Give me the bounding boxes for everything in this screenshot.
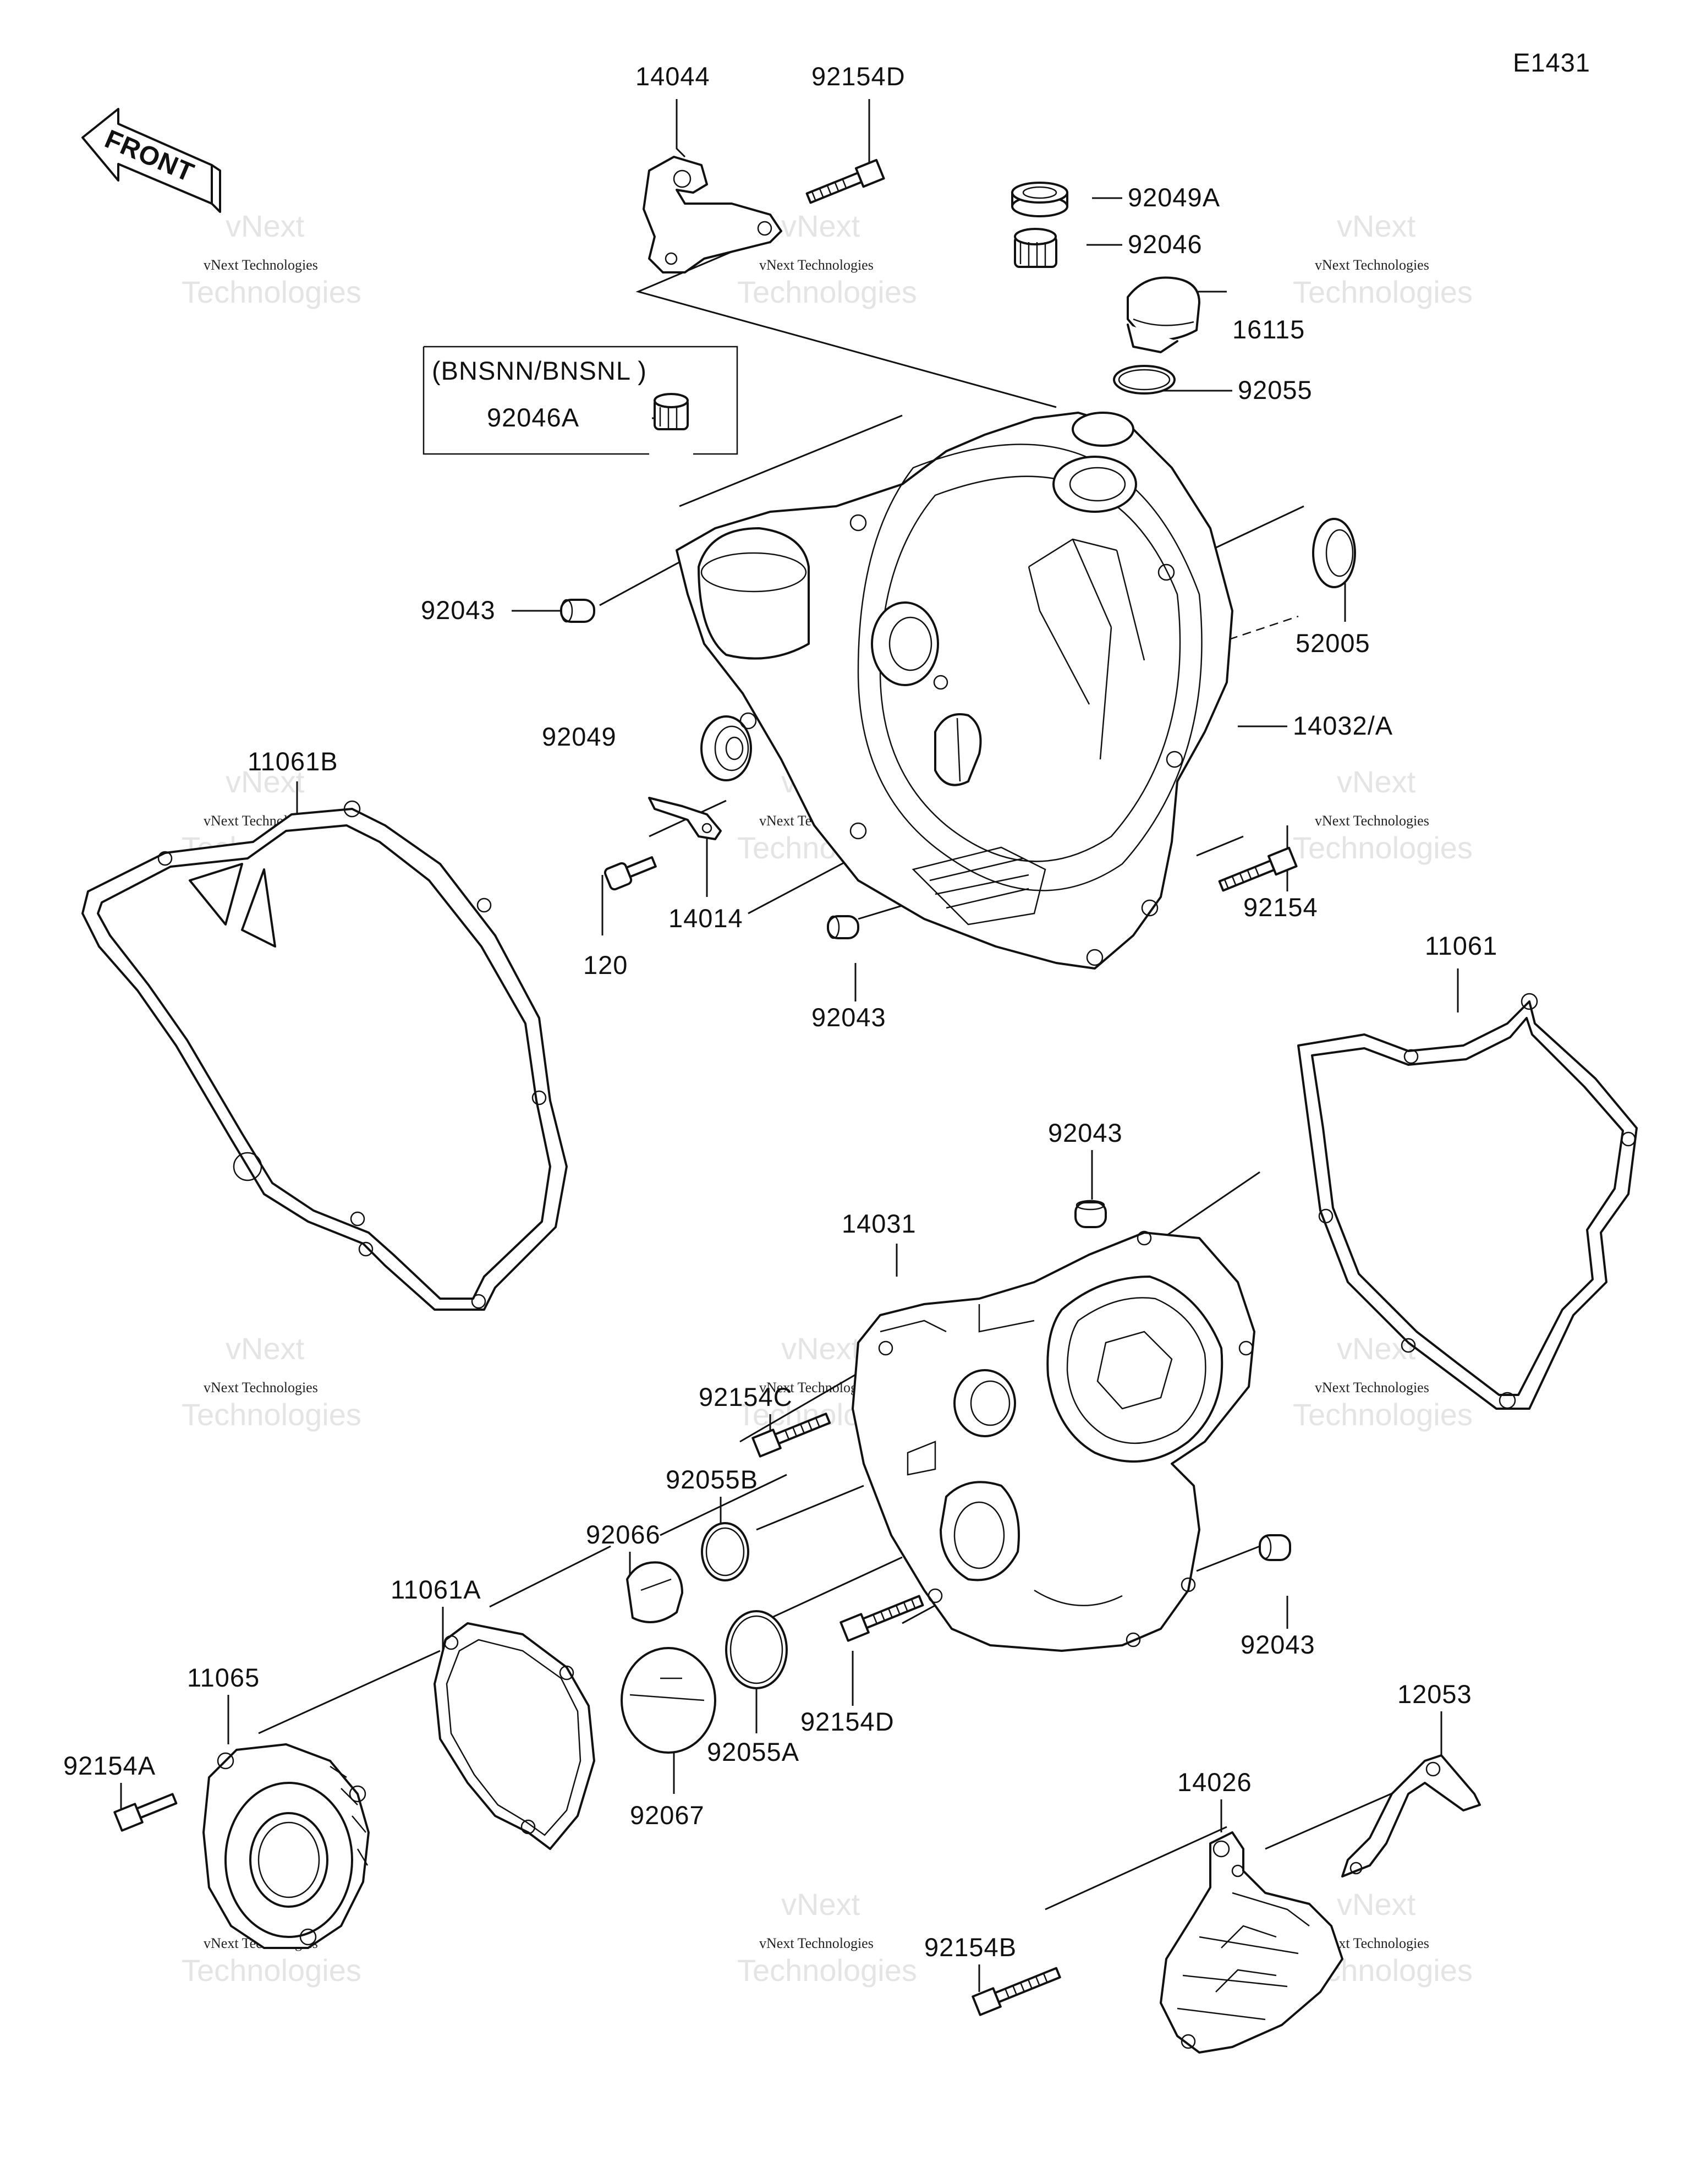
watermark-brand: vNext [781,209,860,243]
label-52005: 52005 [1296,628,1370,658]
bolt-92154 [1218,846,1298,892]
label-11065: 11065 [187,1663,260,1692]
dowel-92043-c [1074,1200,1107,1228]
part-14044-bracket [643,156,782,273]
label-92043-c: 92043 [1048,1118,1123,1147]
o-ring-92055B [701,1522,749,1581]
watermark-line2: Technologies [737,1953,917,1988]
label-92154: 92154 [1243,893,1318,922]
oil-cap-16115 [1127,276,1200,353]
gasket-11061B [81,800,568,1311]
watermark-line1: vNext Technologies [204,257,318,273]
label-92066: 92066 [586,1520,661,1549]
label-11061B: 11061B [248,747,338,776]
label-120: 120 [583,950,628,979]
label-14032A: 14032/A [1293,711,1393,740]
watermark-brand: vNext [1337,764,1416,799]
watermark-line1: vNext Technologies [1315,257,1429,273]
label-14031: 14031 [842,1209,917,1238]
guard-14026 [1160,1831,1343,2054]
bolt-92154B [972,1967,1061,2016]
generator-cover-14031 [852,1230,1255,1652]
label-92154A: 92154A [63,1751,156,1780]
label-92154B: 92154B [924,1933,1017,1962]
diagram-code: E1431 [1513,48,1590,77]
front-arrow-icon: FRONT [81,108,221,213]
label-92055: 92055 [1238,375,1313,404]
plug-92067 [621,1647,716,1754]
bolt-120 [603,856,657,891]
label-92046: 92046 [1128,229,1203,259]
bolt-92154D-bottom [839,1595,924,1642]
watermark-brand: vNext [226,1331,305,1366]
watermark-brand: vNext [1337,1887,1416,1922]
watermark-line2: Technologies [182,1397,361,1432]
label-14044: 14044 [635,62,710,91]
o-ring-92055A [725,1610,788,1689]
watermark-line1: vNext Technologies [1315,1380,1429,1395]
dowel-92043-d [1259,1534,1291,1561]
label-12053: 12053 [1397,1679,1472,1709]
bearing-92049A [1011,182,1068,217]
label-92049: 92049 [542,722,617,751]
dowel-92043-b [827,915,859,939]
gasket-11061A [434,1622,595,1850]
label-14014: 14014 [668,904,743,933]
bearing-92046 [1014,228,1057,268]
seal-52005 [1312,518,1356,588]
watermark-line2: Technologies [1293,275,1473,309]
watermark-line2: Technologies [737,275,917,309]
label-16115: 16115 [1232,315,1305,344]
watermark-brand: vNext [781,1887,860,1922]
label-92154C: 92154C [699,1382,793,1411]
label-11061: 11061 [1425,931,1497,960]
label-92154D-top: 92154D [811,62,906,91]
bolt-92154D-top [805,158,885,204]
label-92049A: 92049A [1128,183,1220,212]
label-92067: 92067 [630,1800,705,1830]
bolt-92154C [751,1413,831,1458]
bearing-92046A [654,393,689,430]
watermark-line1: vNext Technologies [759,257,874,273]
watermark-brand: vNext [226,764,305,799]
label-92043-b: 92043 [811,1003,886,1032]
cover-11065 [202,1743,370,1949]
watermark-line2: Technologies [182,275,361,309]
watermark-line2: Technologies [1293,1397,1473,1432]
label-92043-a: 92043 [421,595,496,625]
gasket-11061 [1297,993,1638,1410]
seal-92049 [700,715,752,781]
watermark-line1: vNext Technologies [204,1380,318,1395]
watermark-line2: Technologies [1293,830,1473,865]
label-92055B: 92055B [666,1465,758,1494]
clutch-cover-14032A [676,412,1233,970]
watermark-line1: vNext Technologies [759,1935,874,1951]
watermark-brand: vNext [1337,209,1416,243]
watermark-brand: vNext [226,209,305,243]
bolt-92154A [113,1793,178,1832]
clip-14014 [648,797,722,840]
plug-92066 [626,1561,683,1623]
label-92043-d: 92043 [1241,1630,1315,1659]
label-14026: 14026 [1177,1767,1252,1797]
watermark-line2: Technologies [182,1953,361,1988]
variant-note-box: (BNSNN/BNSNL ) [422,346,738,455]
watermark-line1: vNext Technologies [1315,813,1429,829]
o-ring-92055 [1113,365,1176,395]
part-labels: 14044 92154D 92049A 92046 16115 92055 92… [63,62,1497,1962]
variant-note: (BNSNN/BNSNL ) [432,356,647,385]
dowel-92043-a [560,599,595,623]
label-92154D-bottom: 92154D [800,1707,895,1736]
label-92046A: 92046A [487,403,579,432]
watermark-brand: vNext [781,1331,860,1366]
label-11061A: 11061A [391,1575,481,1604]
label-92055A: 92055A [707,1737,799,1766]
guard-12053 [1341,1754,1481,1878]
